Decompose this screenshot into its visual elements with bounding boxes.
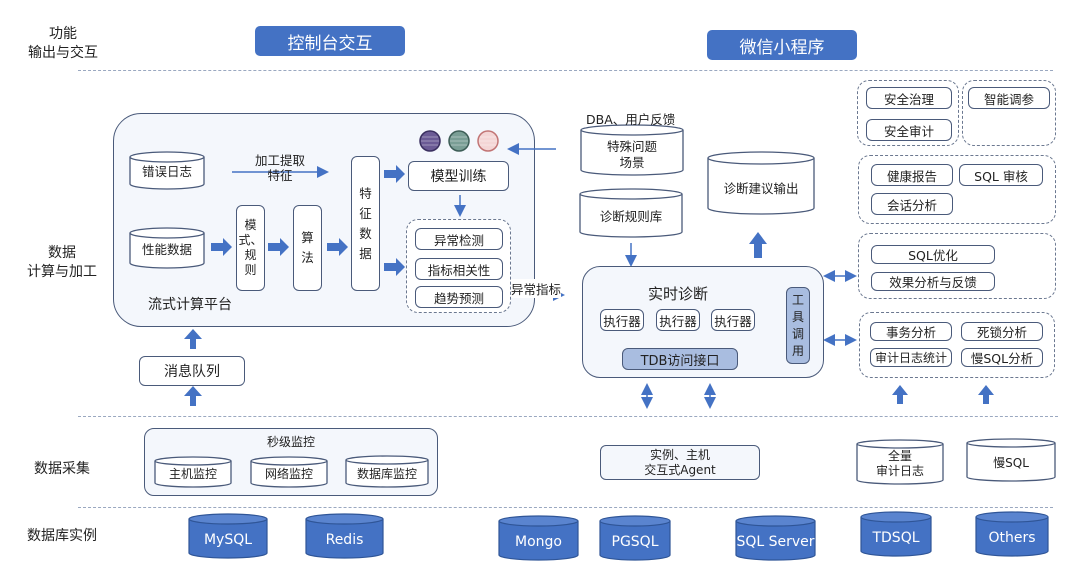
block-arrows (184, 165, 994, 406)
sql-optimize-box: SQL优化 (871, 245, 995, 264)
host-monitor-label: 主机监控 (168, 467, 217, 481)
effect-feedback-box: 效果分析与反馈 (871, 272, 995, 291)
db-label-redis: Redis (325, 532, 364, 548)
extract-feature-label: 加工提取 特征 (254, 153, 305, 183)
db-cylinder-mysql (188, 513, 268, 559)
layer-label-instances: 数据库实例 (27, 528, 97, 544)
security-governance-box: 安全治理 (866, 87, 952, 109)
wechat-miniprogram-button[interactable]: 微信小程序 (707, 30, 857, 60)
interactive-agent-box: 实例、主机 交互式Agent (600, 445, 760, 480)
anomaly-detection-box: 异常检测 (415, 228, 503, 250)
session-analysis-box: 会话分析 (871, 193, 953, 215)
trend-prediction-box: 趋势预测 (415, 286, 503, 308)
layer-label-output: 功能 输出与交互 (28, 26, 98, 61)
special-scenarios-cylinder (580, 124, 684, 176)
divider-compute (78, 416, 1058, 417)
console-interaction-button[interactable]: 控制台交互 (255, 26, 405, 56)
feedback-label: DBA、用户反馈 (586, 112, 676, 127)
executor-2: 执行器 (656, 309, 700, 331)
perf-data-cylinder (129, 227, 205, 269)
db-label-sql-server: SQL Server (736, 534, 815, 550)
db-label-tdsql: TDSQL (872, 530, 920, 546)
database-cylinders (188, 511, 1049, 561)
second-level-monitor-title: 秒级监控 (266, 435, 315, 449)
db-cylinder-others (975, 511, 1049, 557)
error-log-label: 错误日志 (141, 164, 192, 179)
db-cylinder-tdsql (860, 511, 932, 557)
layer-label-compute: 数据 计算与加工 (27, 245, 97, 280)
sql-review-box: SQL 审核 (959, 164, 1043, 186)
deadlock-analysis-box: 死锁分析 (961, 322, 1043, 341)
executor-1: 执行器 (600, 309, 644, 331)
anomaly-metric-label: 异常指标 (511, 279, 562, 298)
feature-data-box: 特 征 数 据 (351, 156, 380, 291)
tool-call-box: 工 具 调 用 (786, 287, 810, 364)
audit-log-cylinder (856, 439, 944, 485)
slow-sql-cylinder (966, 438, 1056, 482)
advice-output-label: 诊断建议输出 (723, 181, 799, 196)
db-cylinder-mongo (498, 515, 579, 561)
model-training-box: 模型训练 (408, 161, 509, 191)
db-cylinder-sql-server (735, 515, 816, 561)
divider-collect (78, 507, 1053, 508)
stream-platform-title: 流式计算平台 (148, 297, 232, 313)
rule-library-label: 诊断规则库 (599, 209, 663, 224)
realtime-diagnosis-title: 实时诊断 (648, 285, 709, 303)
security-audit-box: 安全审计 (866, 119, 952, 141)
db-label-pgsql: PGSQL (611, 534, 659, 550)
health-report-box: 健康报告 (871, 164, 953, 186)
divider-output (78, 70, 1053, 71)
special-scenarios-label: 特殊问题 场景 (606, 139, 657, 170)
audit-log-label: 全量 审计日志 (875, 449, 924, 478)
perf-data-label: 性能数据 (141, 242, 192, 257)
slow-sql-analysis-box: 慢SQL分析 (961, 348, 1043, 367)
smart-tuning-box: 智能调参 (968, 87, 1050, 109)
db-label-mysql: MySQL (203, 532, 253, 548)
algorithm-box: 算 法 (293, 205, 322, 291)
db-label-mongo: Mongo (515, 534, 562, 550)
metric-correlation-box: 指标相关性 (415, 258, 503, 280)
tdb-interface-box: TDB访问接口 (622, 348, 738, 370)
message-queue-box: 消息队列 (139, 356, 245, 386)
executor-3: 执行器 (711, 309, 755, 331)
slow-sql-label: 慢SQL (993, 456, 1029, 470)
transaction-analysis-box: 事务分析 (870, 322, 952, 341)
db-cylinder-redis (305, 513, 384, 559)
db-monitor-label: 数据库监控 (356, 467, 417, 481)
error-log-cylinder (129, 151, 205, 190)
advice-output-cylinder (707, 151, 815, 215)
db-label-others: Others (988, 530, 1036, 546)
layer-label-collect: 数据采集 (34, 461, 90, 477)
network-monitor-label: 网络监控 (264, 467, 313, 481)
db-cylinder-pgsql (599, 515, 671, 561)
audit-log-stats-box: 审计日志统计 (870, 348, 952, 367)
pattern-rule-box: 模 式、 规 则 (236, 205, 265, 291)
model-icons (419, 130, 499, 152)
rule-library-cylinder (579, 188, 683, 238)
